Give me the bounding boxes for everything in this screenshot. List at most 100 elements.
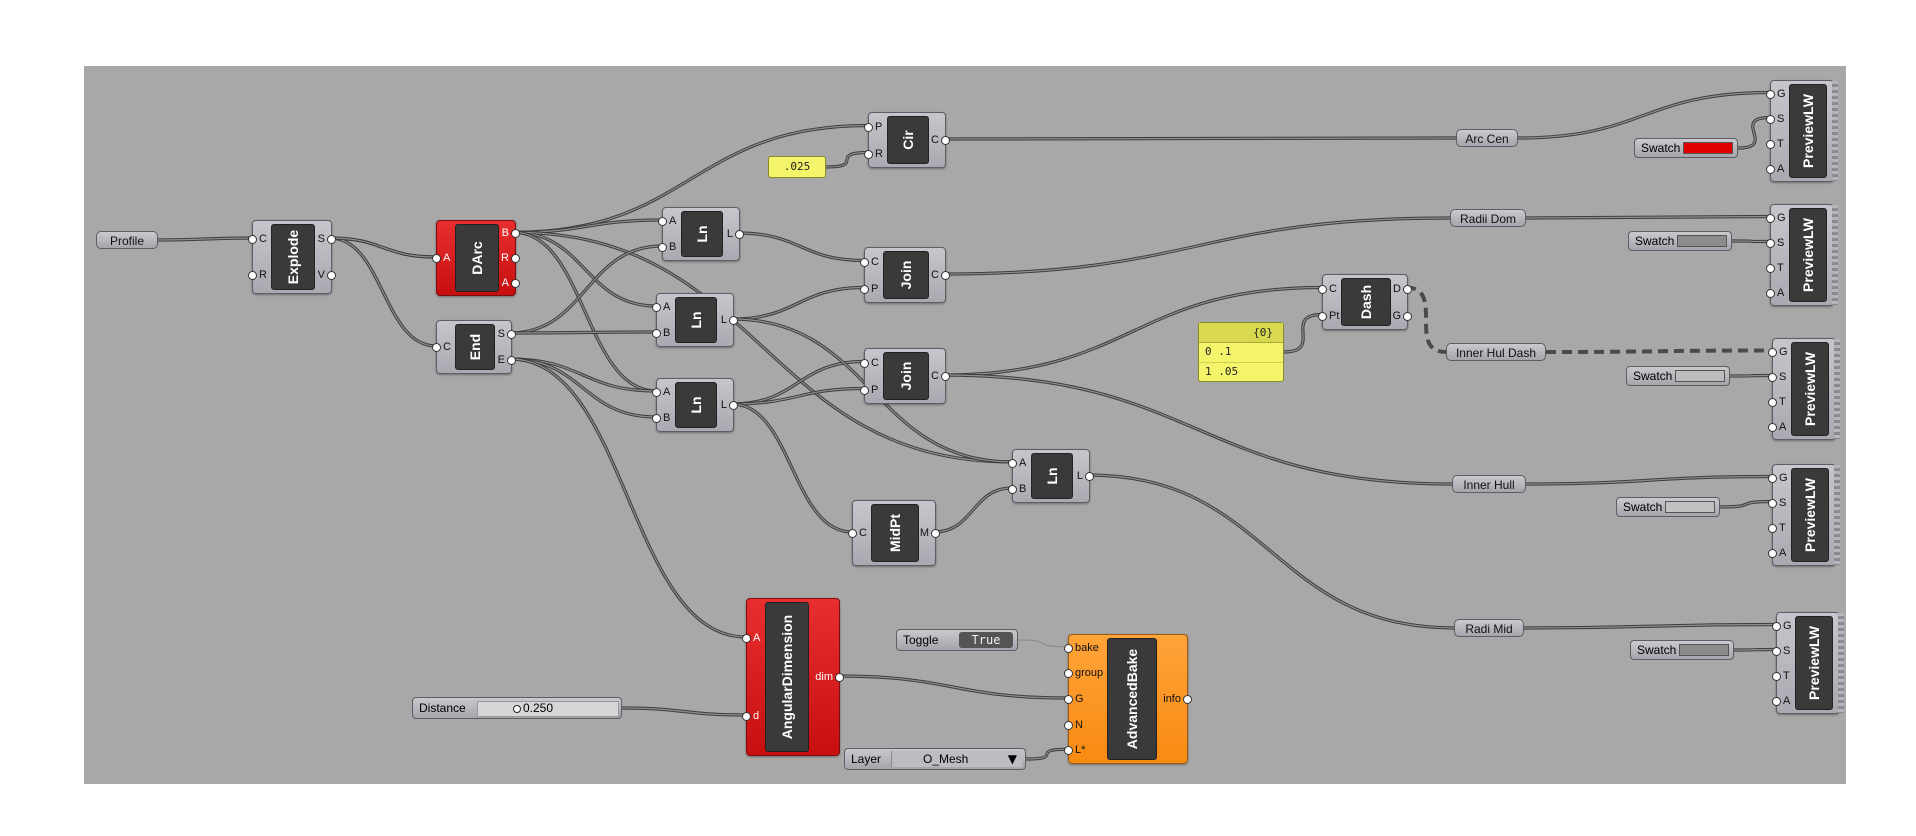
input-grip[interactable]	[1768, 548, 1777, 558]
input-grip[interactable]	[1766, 238, 1775, 248]
output-grip[interactable]	[507, 330, 516, 339]
component-nickname-block[interactable]: Ln	[1031, 453, 1073, 499]
output-grip[interactable]	[507, 356, 516, 365]
toggle-value[interactable]: True	[959, 632, 1013, 648]
graph-canvas[interactable]	[84, 66, 1846, 784]
swatch-3[interactable]: Swatch	[1626, 366, 1730, 386]
output-grip[interactable]	[327, 271, 336, 280]
output-grip[interactable]	[511, 229, 520, 239]
panel-dash-pattern[interactable]: {0} 0 .1 1 .05	[1198, 322, 1284, 382]
input-grip[interactable]	[1772, 646, 1781, 656]
output-grip[interactable]	[511, 254, 520, 263]
input-grip[interactable]	[652, 329, 661, 338]
input-grip[interactable]	[1064, 669, 1073, 679]
swatch-color[interactable]	[1665, 501, 1715, 513]
component-nickname-block[interactable]: Cir	[887, 116, 929, 164]
output-grip[interactable]	[941, 136, 950, 145]
chevron-down-icon[interactable]: ▼	[1007, 752, 1017, 766]
component-nickname-block[interactable]: Join	[883, 352, 929, 400]
input-grip[interactable]	[1772, 621, 1781, 631]
input-grip[interactable]	[1768, 372, 1777, 382]
output-grip[interactable]	[835, 673, 844, 682]
input-grip[interactable]	[248, 235, 257, 244]
component-nickname-block[interactable]: PreviewLW	[1789, 84, 1827, 178]
component-nickname-block[interactable]: Ln	[675, 297, 717, 343]
param-radi-mid[interactable]: Radi Mid	[1454, 619, 1524, 637]
input-grip[interactable]	[860, 385, 869, 395]
input-grip[interactable]	[1766, 139, 1775, 149]
component-nickname-block[interactable]: PreviewLW	[1791, 342, 1829, 436]
input-grip[interactable]	[1064, 746, 1073, 756]
input-grip[interactable]	[652, 414, 661, 423]
swatch-2[interactable]: Swatch	[1628, 231, 1732, 251]
swatch-color[interactable]	[1679, 644, 1729, 656]
input-grip[interactable]	[742, 634, 751, 643]
input-grip[interactable]	[1768, 422, 1777, 432]
input-grip[interactable]	[432, 254, 441, 263]
input-grip[interactable]	[652, 388, 661, 397]
input-grip[interactable]	[1766, 213, 1775, 223]
input-grip[interactable]	[864, 149, 873, 159]
output-grip[interactable]	[729, 401, 738, 410]
output-grip[interactable]	[1403, 284, 1412, 294]
swatch-color[interactable]	[1683, 142, 1733, 154]
input-grip[interactable]	[860, 358, 869, 368]
input-grip[interactable]	[1766, 114, 1775, 124]
output-grip[interactable]	[1403, 311, 1412, 321]
component-nickname-block[interactable]: Ln	[681, 211, 723, 257]
input-grip[interactable]	[1064, 695, 1073, 704]
layer-dropdown[interactable]: Layer O_Mesh ▼	[844, 748, 1026, 770]
component-nickname-block[interactable]: Dash	[1341, 278, 1391, 326]
output-grip[interactable]	[735, 230, 744, 239]
input-grip[interactable]	[1766, 288, 1775, 298]
output-grip[interactable]	[729, 316, 738, 325]
output-grip[interactable]	[1183, 695, 1192, 704]
component-nickname-block[interactable]: AngularDimension	[765, 602, 809, 752]
component-nickname-block[interactable]: PreviewLW	[1789, 208, 1827, 302]
swatch-color[interactable]	[1675, 370, 1725, 382]
input-grip[interactable]	[1318, 311, 1327, 321]
input-grip[interactable]	[1064, 643, 1073, 653]
output-grip[interactable]	[511, 278, 520, 288]
layer-value-box[interactable]	[891, 751, 1022, 767]
input-grip[interactable]	[1766, 263, 1775, 273]
input-grip[interactable]	[742, 712, 751, 721]
swatch-1[interactable]: Swatch	[1634, 138, 1738, 158]
boolean-toggle[interactable]: Toggle True	[896, 629, 1018, 651]
component-nickname-block[interactable]: Explode	[271, 224, 315, 290]
input-grip[interactable]	[1064, 720, 1073, 730]
component-nickname-block[interactable]: Join	[883, 251, 929, 299]
component-nickname-block[interactable]: AdvancedBake	[1107, 638, 1157, 760]
component-nickname-block[interactable]: DArc	[455, 224, 499, 292]
input-grip[interactable]	[658, 217, 667, 226]
input-grip[interactable]	[658, 243, 667, 252]
swatch-5[interactable]: Swatch	[1630, 640, 1734, 660]
output-grip[interactable]	[931, 529, 940, 538]
slider-track[interactable]	[477, 701, 619, 717]
component-nickname-block[interactable]: PreviewLW	[1791, 468, 1829, 562]
input-grip[interactable]	[1766, 89, 1775, 99]
input-grip[interactable]	[1772, 696, 1781, 706]
output-grip[interactable]	[327, 235, 336, 244]
input-grip[interactable]	[860, 257, 869, 267]
input-grip[interactable]	[1008, 485, 1017, 494]
component-nickname-block[interactable]: MidPt	[871, 504, 919, 562]
